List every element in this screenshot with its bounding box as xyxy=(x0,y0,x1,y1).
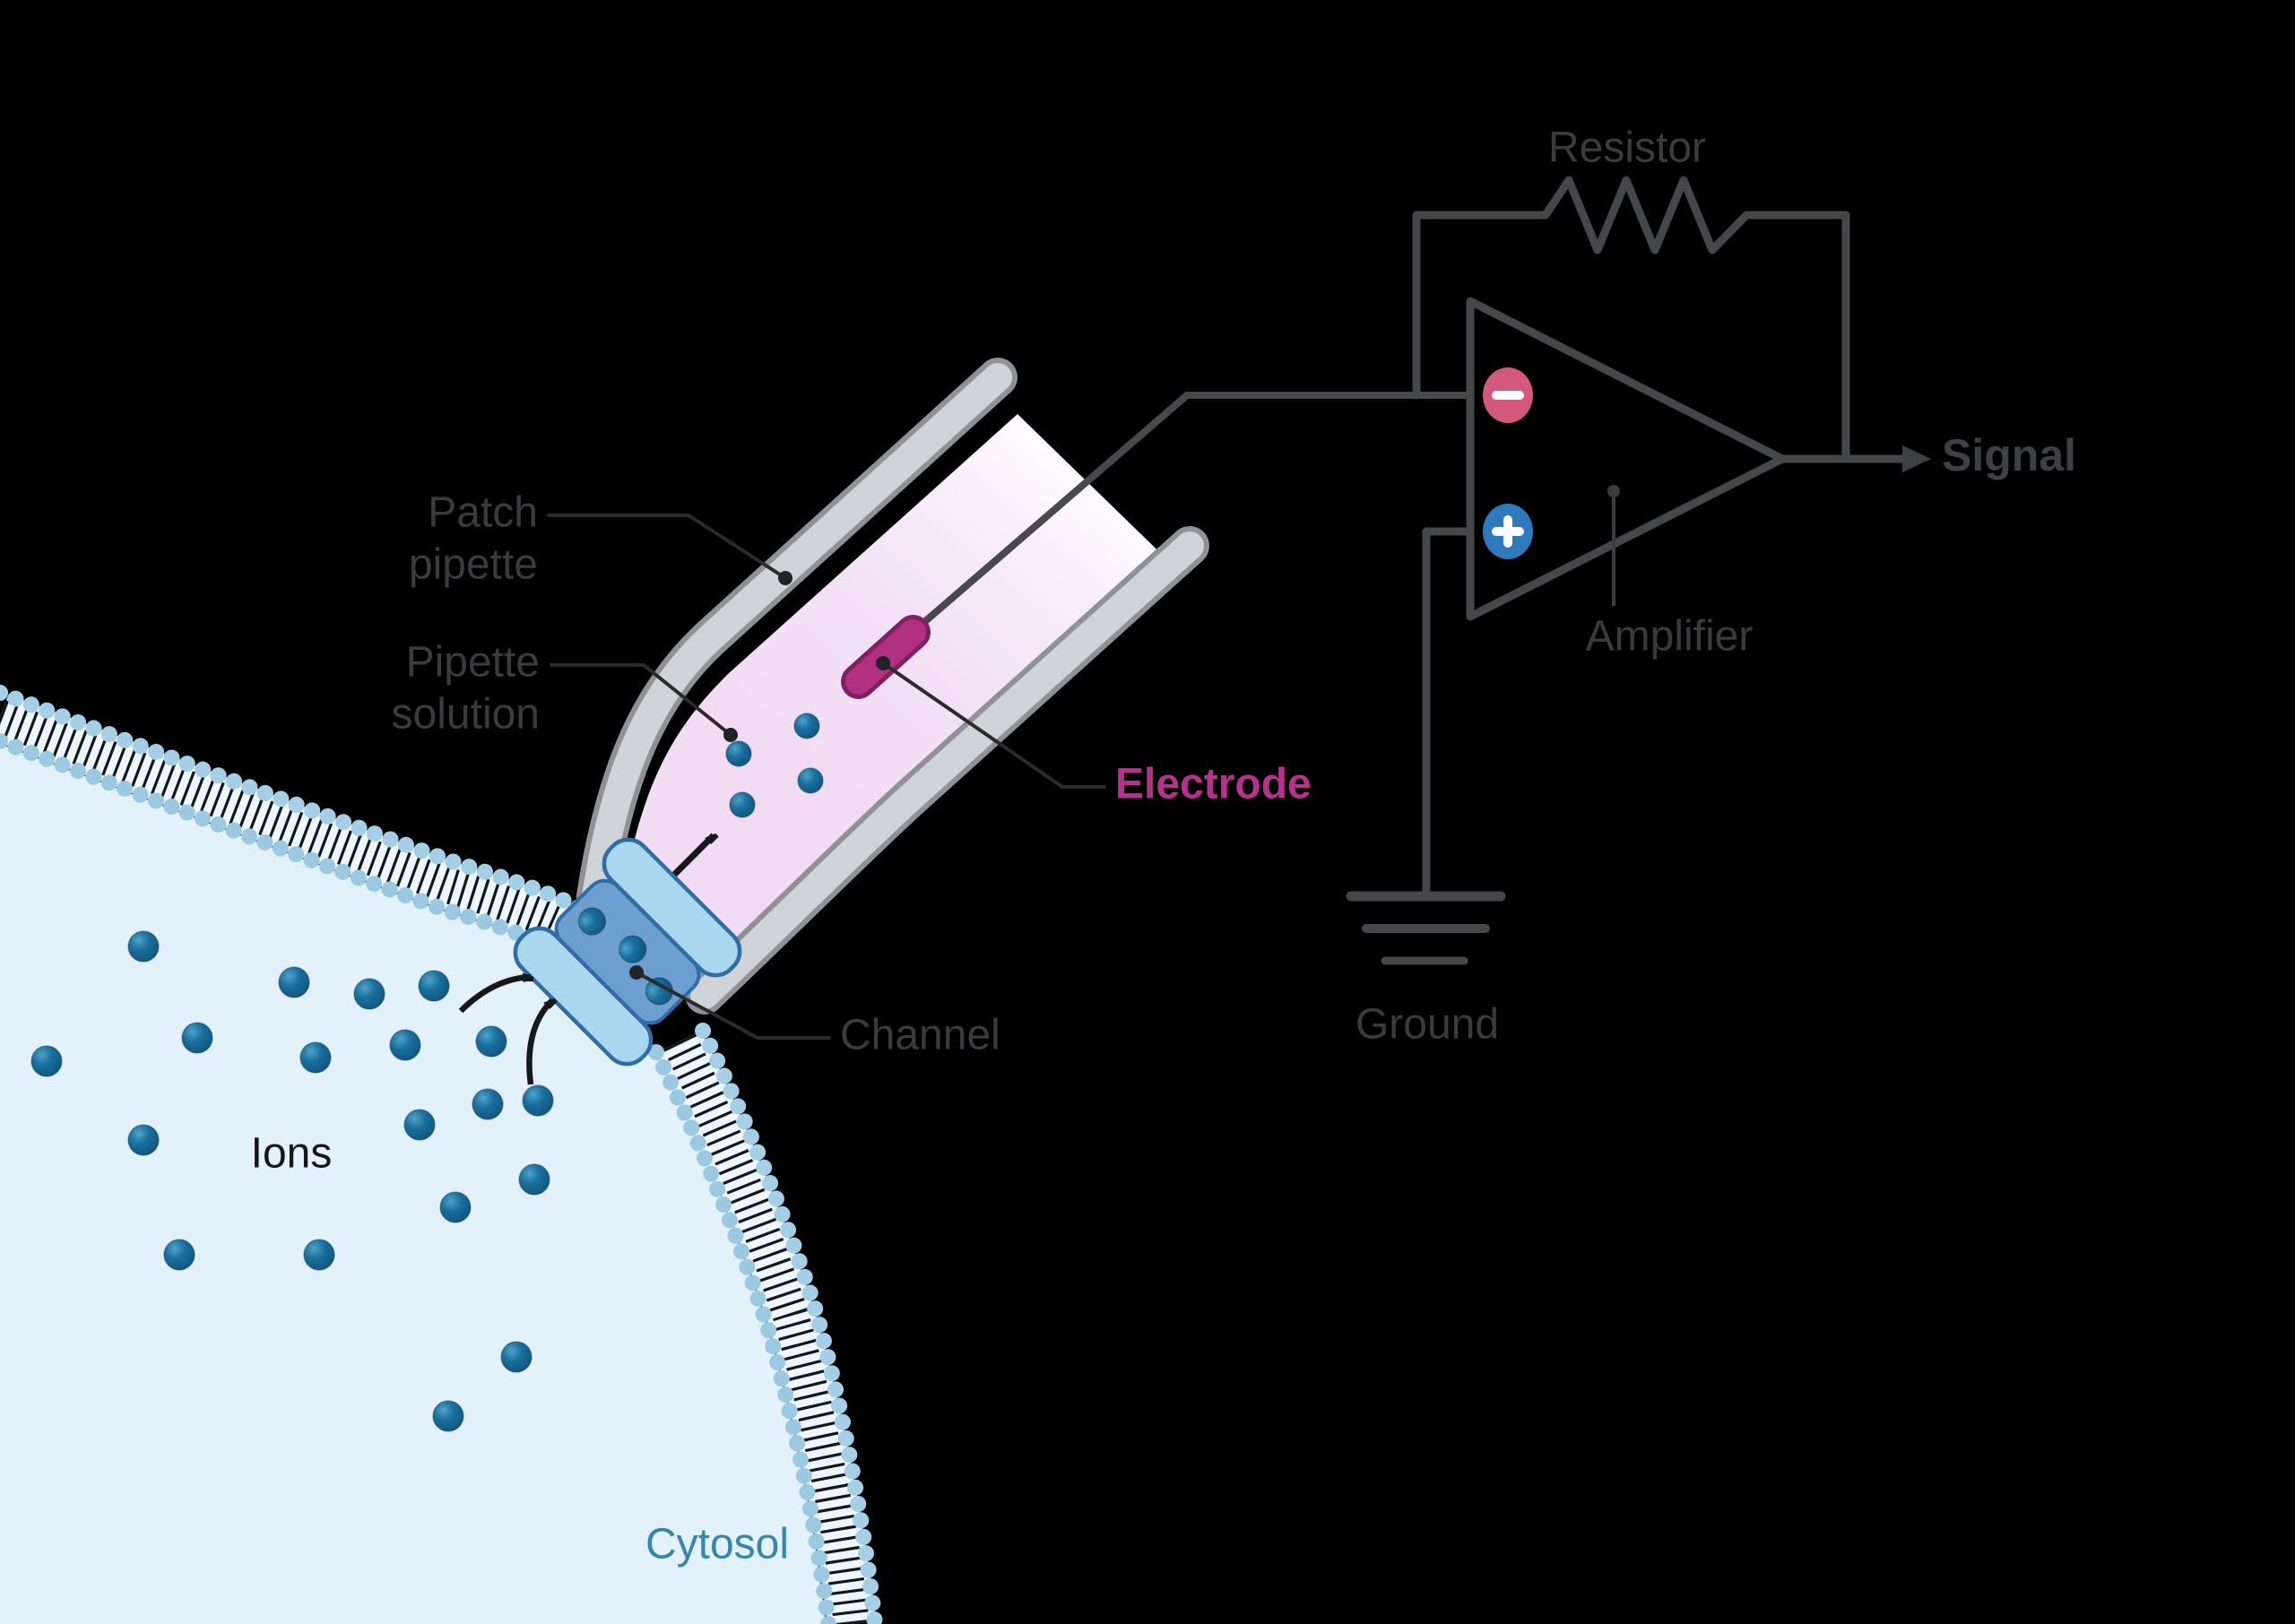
ion xyxy=(353,978,385,1010)
minus-input-badge xyxy=(1483,367,1533,423)
pipette-solution-label-line2: solution xyxy=(392,691,540,739)
ion xyxy=(127,930,160,963)
cytosol-label: Cytosol xyxy=(645,1521,789,1568)
ion xyxy=(729,791,756,818)
cell-cytoplasm xyxy=(0,744,826,1624)
ion xyxy=(389,1029,421,1061)
ion xyxy=(475,1025,507,1058)
ions-label: Ions xyxy=(251,1130,333,1178)
ion xyxy=(522,1084,554,1117)
plus-icon xyxy=(1503,515,1512,548)
channel-pillar xyxy=(513,926,654,1067)
resistor-label: Resistor xyxy=(1548,125,1706,172)
patch-pipette-label-line2: pipette xyxy=(409,541,538,589)
ion-flow-arrow xyxy=(664,835,714,885)
leader-dot xyxy=(629,965,644,980)
ion xyxy=(725,740,752,767)
amplifier-label: Amplifier xyxy=(1586,613,1754,661)
ion xyxy=(797,767,824,794)
membrane-bead-row xyxy=(0,685,587,916)
leader-dot xyxy=(876,656,890,670)
arrow-right-icon xyxy=(1902,445,1931,472)
pipette-solution-label-line1: Pipette xyxy=(406,639,540,687)
pipette-left-wall-fill xyxy=(582,363,1012,911)
annotations-left: Patch pipette Pipette solution Channel E… xyxy=(392,489,1312,1059)
plus-input-wire xyxy=(1422,527,1475,901)
amplifier-circuit: Resistor Amplifier Ground Signal xyxy=(1346,125,2076,1049)
minus-icon xyxy=(1492,391,1524,400)
pipette-solution xyxy=(622,414,1182,979)
electrode-label: Electrode xyxy=(1115,761,1312,808)
ion xyxy=(403,1109,436,1141)
ion xyxy=(518,1163,550,1196)
curved-arrow-icon xyxy=(526,1000,552,1085)
channel-ions xyxy=(577,907,674,1006)
ion xyxy=(439,1191,472,1223)
ion xyxy=(30,1045,63,1077)
leader-channel xyxy=(635,971,831,1040)
cell: Ions Cytosol xyxy=(0,685,883,1624)
cell-membrane-right xyxy=(648,1023,883,1624)
leader-pipette-solution xyxy=(550,663,732,737)
membrane-bead-row xyxy=(695,1023,883,1624)
ion xyxy=(418,970,450,1002)
ion xyxy=(127,1124,160,1156)
leader-patch-pipette xyxy=(547,514,787,580)
ion xyxy=(303,1239,335,1271)
ion xyxy=(472,1088,504,1120)
ion xyxy=(299,1041,332,1074)
signal-label: Signal xyxy=(1942,430,2076,480)
ground-label: Ground xyxy=(1355,1001,1499,1049)
ion xyxy=(500,1341,533,1373)
curved-arrow-icon xyxy=(458,977,531,1014)
leader-dot xyxy=(1607,485,1620,497)
ion xyxy=(163,1239,195,1271)
channel-pillar xyxy=(602,837,742,978)
leader-dot xyxy=(723,728,738,742)
channel-label: Channel xyxy=(840,1012,1000,1059)
pipette-solution-ions xyxy=(725,713,824,818)
electrode-wire xyxy=(920,392,1474,626)
ground-icon xyxy=(1346,891,1506,965)
plus-input-badge xyxy=(1483,504,1533,559)
leader-electrode xyxy=(881,661,1106,789)
op-amp-triangle-icon xyxy=(1466,297,1787,621)
cytosol-ions xyxy=(30,930,554,1432)
membrane-bead-row xyxy=(648,1044,836,1624)
patch-pipette-label-line1: Patch xyxy=(428,489,538,537)
resistor-zigzag-icon xyxy=(1412,176,1850,463)
ion xyxy=(577,907,607,936)
cell-membrane-left xyxy=(0,685,587,964)
ion xyxy=(181,1022,213,1054)
ion xyxy=(618,935,647,963)
ion xyxy=(793,713,820,739)
ion xyxy=(432,1400,464,1432)
leader-dot xyxy=(778,571,792,585)
ion xyxy=(278,966,310,998)
